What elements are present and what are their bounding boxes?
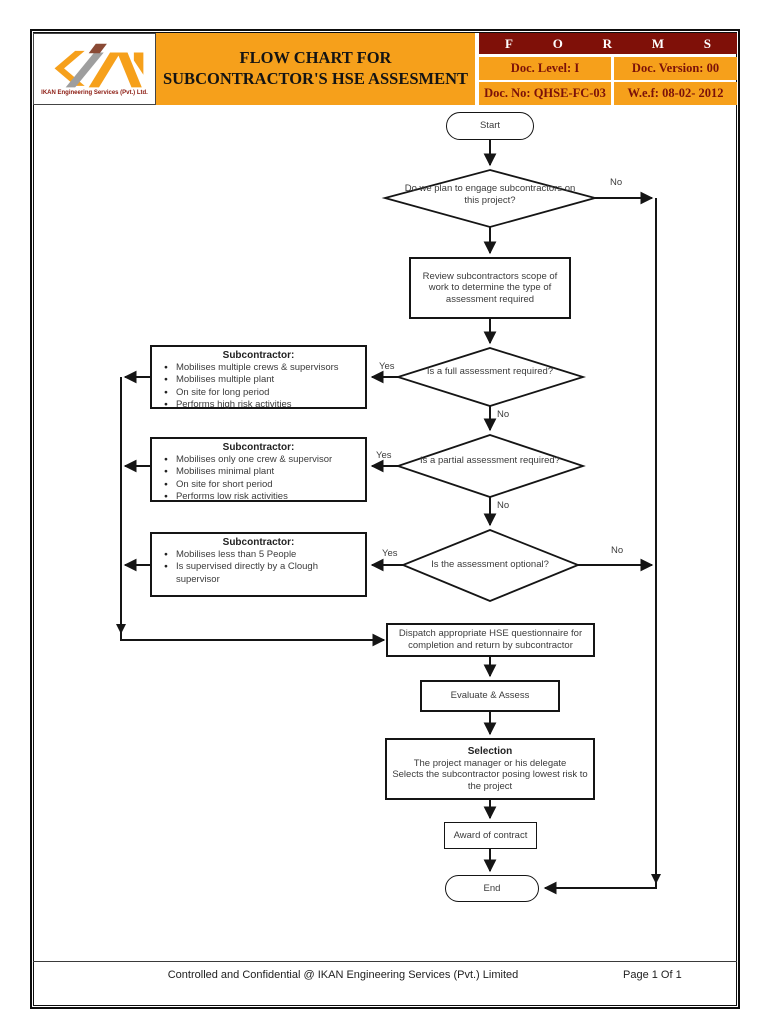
start-node: Start [446,112,534,140]
dispatch-questionnaire-node: Dispatch appropriate HSE questionnaire f… [386,623,595,657]
page-border [30,29,740,1009]
decision-engage-label: Do we plan to engage subcontractors on t… [404,183,576,206]
title-line-1: FLOW CHART FOR [239,48,392,68]
document-title: FLOW CHART FOR SUBCONTRACTOR'S HSE ASSES… [156,33,475,105]
doc-no-cell: Doc. No: QHSE-FC-03 [479,82,611,105]
selection-line-1: The project manager or his delegate [413,757,567,769]
bullet-item: Mobilises only one crew & supervisor [164,454,361,466]
footer-confidential-text: Controlled and Confidential @ IKAN Engin… [167,969,519,981]
doc-level-cell: Doc. Level: I [479,57,611,80]
header: IKAN Engineering Services (Pvt.) Ltd. FL… [33,33,737,105]
edge-label-no-2: No [497,409,510,420]
bullet-item: Mobilises multiple crews & supervisors [164,362,361,374]
decision-full-label: Is a full assessment required? [426,366,554,377]
selection-node: Selection The project manager or his del… [385,738,595,800]
edge-label-no-3: No [497,500,510,511]
footer-divider [33,961,737,962]
ikan-logo-icon [43,43,147,89]
subcontractor-title: Subcontractor: [222,537,295,548]
subcontractor-title: Subcontractor: [222,350,295,361]
subcontractor-optional-box: Subcontractor: Mobilises less than 5 Peo… [150,532,367,597]
bullet-item: On site for long period [164,387,361,399]
forms-letter: S [703,35,711,51]
award-contract-node: Award of contract [444,822,537,849]
subcontractor-title: Subcontractor: [222,442,295,453]
forms-letter: M [651,35,664,51]
selection-line-2: Selects the subcontractor posing lowest … [392,769,588,792]
logo-caption: IKAN Engineering Services (Pvt.) Ltd. [41,89,148,96]
bullet-item: Mobilises multiple plant [164,374,361,386]
edge-label-no-4: No [611,545,624,556]
footer-page-number: Page 1 Of 1 [623,969,682,981]
review-scope-node: Review subcontractors scope of work to d… [409,257,571,319]
subcontractor-full-box: Subcontractor: Mobilises multiple crews … [150,345,367,411]
evaluate-assess-node: Evaluate & Assess [420,680,560,712]
forms-table: F O R M S Doc. Level: I Doc. Version: 00… [479,33,737,105]
wef-cell: W.e.f: 08-02- 2012 [614,82,737,105]
bullet-item: Is supervised directly by a Clough super… [164,561,361,586]
decision-partial-label: Is a partial assessment required? [420,455,560,466]
forms-letter: F [505,35,513,51]
bullet-item: Mobilises less than 5 People [164,549,361,561]
forms-letter: R [602,35,612,51]
edge-label-yes-2: Yes [379,361,395,372]
forms-letter: O [552,35,563,51]
edge-label-no-1: No [610,177,623,188]
logo-cell: IKAN Engineering Services (Pvt.) Ltd. [33,33,156,105]
selection-title: Selection [467,745,513,757]
bullet-item: Mobilises minimal plant [164,466,361,478]
forms-table-header: F O R M S [479,33,737,54]
doc-version-cell: Doc. Version: 00 [614,57,737,80]
edge-label-yes-4: Yes [382,548,398,559]
bullet-item: On site for short period [164,479,361,491]
bullet-item: Performs high risk activities [164,399,361,411]
bullet-item: Performs low risk activities [164,491,361,503]
title-line-2: SUBCONTRACTOR'S HSE ASSESMENT [162,69,469,88]
subcontractor-partial-box: Subcontractor: Mobilises only one crew &… [150,437,367,502]
edge-label-yes-3: Yes [376,450,392,461]
end-node: End [445,875,539,902]
decision-optional-label: Is the assessment optional? [431,559,549,570]
